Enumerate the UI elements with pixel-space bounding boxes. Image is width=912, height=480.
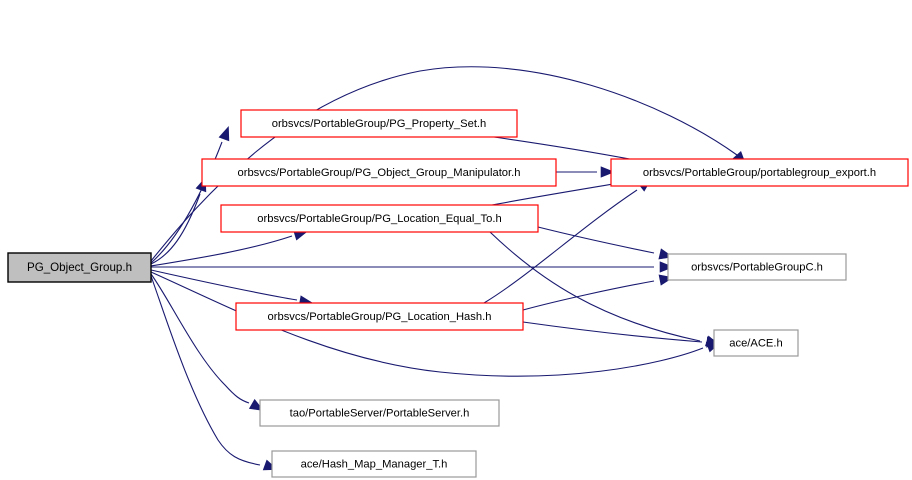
node-label-pgc: orbsvcs/PortableGroupC.h [691,261,823,273]
node-box-pg_export[interactable] [610,158,909,187]
node-root[interactable]: PG_Object_Group.h [7,252,152,283]
node-loc_hash[interactable]: orbsvcs/PortableGroup/PG_Location_Hash.h [235,302,524,331]
edge-root-to-loc_hash [150,269,298,301]
node-ace[interactable]: ace/ACE.h [713,329,799,357]
node-label-loc_equal: orbsvcs/PortableGroup/PG_Location_Equal_… [257,213,501,225]
node-layer: PG_Object_Group.h orbsvcs/PortableGroup/P… [7,109,909,478]
edge-loc_hash-to-pg_export [483,189,638,304]
node-label-pg_export: orbsvcs/PortableGroup/portablegroup_expo… [643,167,876,179]
edge-root-to-ace [150,271,704,377]
node-label-portableserver: tao/PortableServer/PortableServer.h [290,407,470,419]
node-label-ace: ace/ACE.h [729,337,782,349]
node-box-prop_set[interactable] [240,109,518,138]
node-box-portableserver[interactable] [259,399,500,427]
edge-loc_hash-to-pgc [522,280,655,311]
node-box-loc_equal[interactable] [220,204,539,233]
node-box-ace[interactable] [713,329,799,357]
edge-root-to-manipulator [150,193,201,265]
arrowhead-to-prop_set [218,126,230,142]
edge-root-to-loc_equal [150,235,293,267]
node-box-hash_map[interactable] [271,450,477,478]
node-box-manipulator[interactable] [201,158,557,187]
arrowhead-to-pgc [659,261,674,273]
node-box-pgc[interactable] [667,253,847,281]
node-label-root: PG_Object_Group.h [27,261,132,274]
node-label-prop_set: orbsvcs/PortableGroup/PG_Property_Set.h [272,118,487,130]
node-box-loc_hash[interactable] [235,302,524,331]
edge-root-to-portableserver [150,273,250,404]
edge-root-to-pg_export [150,66,738,262]
arrowhead-to-pg_export_3 [600,166,615,178]
edge-loc_hash-to-ace [522,321,703,343]
node-loc_equal[interactable]: orbsvcs/PortableGroup/PG_Location_Equal_… [220,204,539,233]
node-prop_set[interactable]: orbsvcs/PortableGroup/PG_Property_Set.h [240,109,518,138]
node-pg_export[interactable]: orbsvcs/PortableGroup/portablegroup_expo… [610,158,909,187]
node-label-loc_hash: orbsvcs/PortableGroup/PG_Location_Hash.h [268,311,492,323]
node-portableserver[interactable]: tao/PortableServer/PortableServer.h [259,399,500,427]
node-pgc[interactable]: orbsvcs/PortableGroupC.h [667,253,847,281]
node-hash_map[interactable]: ace/Hash_Map_Manager_T.h [271,450,477,478]
edge-layer [150,66,738,466]
node-label-manipulator: orbsvcs/PortableGroup/PG_Object_Group_Ma… [238,167,521,179]
node-manipulator[interactable]: orbsvcs/PortableGroup/PG_Object_Group_Ma… [201,158,557,187]
node-label-hash_map: ace/Hash_Map_Manager_T.h [301,458,448,470]
node-box-root[interactable] [7,252,152,283]
edge-loc_equal-to-pgc [537,226,655,254]
edge-root-to-hash_map [150,275,261,466]
